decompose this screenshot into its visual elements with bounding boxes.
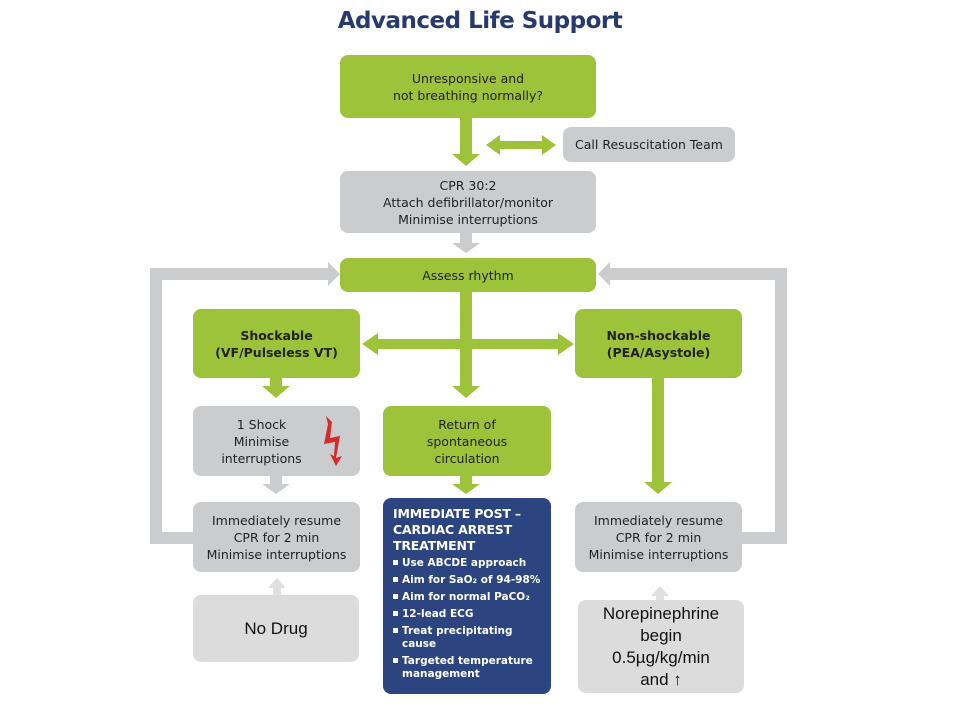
list-item: Targeted temperature management: [393, 655, 541, 681]
node-text: Non-shockable: [606, 327, 711, 343]
node-cpr: CPR 30:2 Attach defibrillator/monitor Mi…: [340, 171, 596, 233]
connector-cpr-to-assess: [460, 233, 472, 245]
node-text: circulation: [434, 450, 500, 466]
loop-left: [150, 262, 340, 544]
node-text: Norepinephrine: [602, 603, 720, 623]
list-item: Treat precipitating cause: [393, 625, 541, 651]
node-text: Assess rhythm: [422, 267, 514, 283]
connector-nonshockable-to-resume: [652, 378, 664, 484]
arrow-no-drug-up: [268, 578, 286, 596]
header-line: IMMEDIATE POST –: [393, 506, 521, 521]
node-text: 1 Shock: [236, 416, 287, 432]
node-resume-cpr-right: Immediately resume CPR for 2 min Minimis…: [575, 502, 742, 572]
node-text: Call Resuscitation Team: [575, 137, 723, 152]
arrow-norepinephrine-up: [651, 586, 669, 604]
node-text: Immediately resume: [593, 512, 724, 528]
arrowhead-to-cpr: [452, 154, 480, 166]
node-text: Unresponsive and: [411, 70, 525, 86]
node-text: No Drug: [244, 618, 308, 638]
loop-right: [598, 262, 787, 544]
node-text: Shockable: [240, 327, 313, 343]
node-text: Immediately resume: [211, 512, 342, 528]
connector-shock-to-resume: [270, 476, 282, 486]
node-text: CPR for 2 min: [233, 529, 320, 545]
double-arrow-call-team: [486, 135, 556, 155]
header-line: TREATMENT: [393, 538, 476, 553]
header-line: CARDIAC ARREST: [393, 522, 512, 537]
connector-unresponsive-to-cpr: [460, 118, 472, 156]
list-item: Aim for normal PaCO₂: [393, 591, 541, 604]
node-text: CPR 30:2: [439, 177, 497, 193]
post-arrest-header: IMMEDIATE POST – CARDIAC ARREST TREATMEN…: [393, 506, 521, 554]
node-text: not breathing normally?: [392, 87, 544, 103]
node-text: begin: [640, 625, 682, 645]
node-text: (PEA/Asystole): [606, 344, 711, 360]
node-text: spontaneous: [426, 433, 508, 449]
node-text: interruptions: [221, 450, 302, 466]
connector-rosc-to-post: [460, 476, 472, 486]
post-arrest-list: Use ABCDE approach Aim for SaO₂ of 94-98…: [393, 557, 541, 685]
node-call-team: Call Resuscitation Team: [563, 127, 735, 162]
double-arrow-rhythm-split: [362, 333, 574, 355]
list-item: Use ABCDE approach: [393, 557, 541, 570]
node-text: Minimise: [233, 433, 290, 449]
node-text: Attach defibrillator/monitor: [382, 194, 554, 210]
lightning-bolt-icon: [324, 416, 342, 466]
node-text: Minimise interruptions: [206, 546, 347, 562]
node-non-shockable: Non-shockable (PEA/Asystole): [575, 309, 742, 378]
node-rosc: Return of spontaneous circulation: [383, 406, 551, 476]
node-text: Return of: [438, 416, 496, 432]
list-item: 12-lead ECG: [393, 608, 541, 621]
page-title: Advanced Life Support: [337, 8, 623, 34]
node-text: Minimise interruptions: [398, 211, 538, 227]
list-item: Aim for SaO₂ of 94-98%: [393, 574, 541, 587]
node-text: 0.5µg/kg/min: [612, 647, 710, 667]
node-no-drug: No Drug: [193, 595, 359, 662]
node-shockable: Shockable (VF/Pulseless VT): [193, 309, 360, 378]
node-text: and ↑: [640, 669, 682, 689]
node-assess-rhythm: Assess rhythm: [340, 258, 596, 292]
connector-shockable-to-shock: [270, 378, 282, 388]
node-resume-cpr-left: Immediately resume CPR for 2 min Minimis…: [193, 502, 360, 572]
node-text: (VF/Pulseless VT): [215, 344, 338, 360]
node-text: Minimise interruptions: [588, 546, 729, 562]
node-post-arrest-treatment: IMMEDIATE POST – CARDIAC ARREST TREATMEN…: [383, 498, 551, 694]
node-norepinephrine: Norepinephrine begin 0.5µg/kg/min and ↑: [578, 600, 744, 693]
node-text: CPR for 2 min: [615, 529, 702, 545]
node-unresponsive: Unresponsive and not breathing normally?: [340, 55, 596, 118]
node-shock: 1 Shock Minimise interruptions: [193, 406, 360, 476]
